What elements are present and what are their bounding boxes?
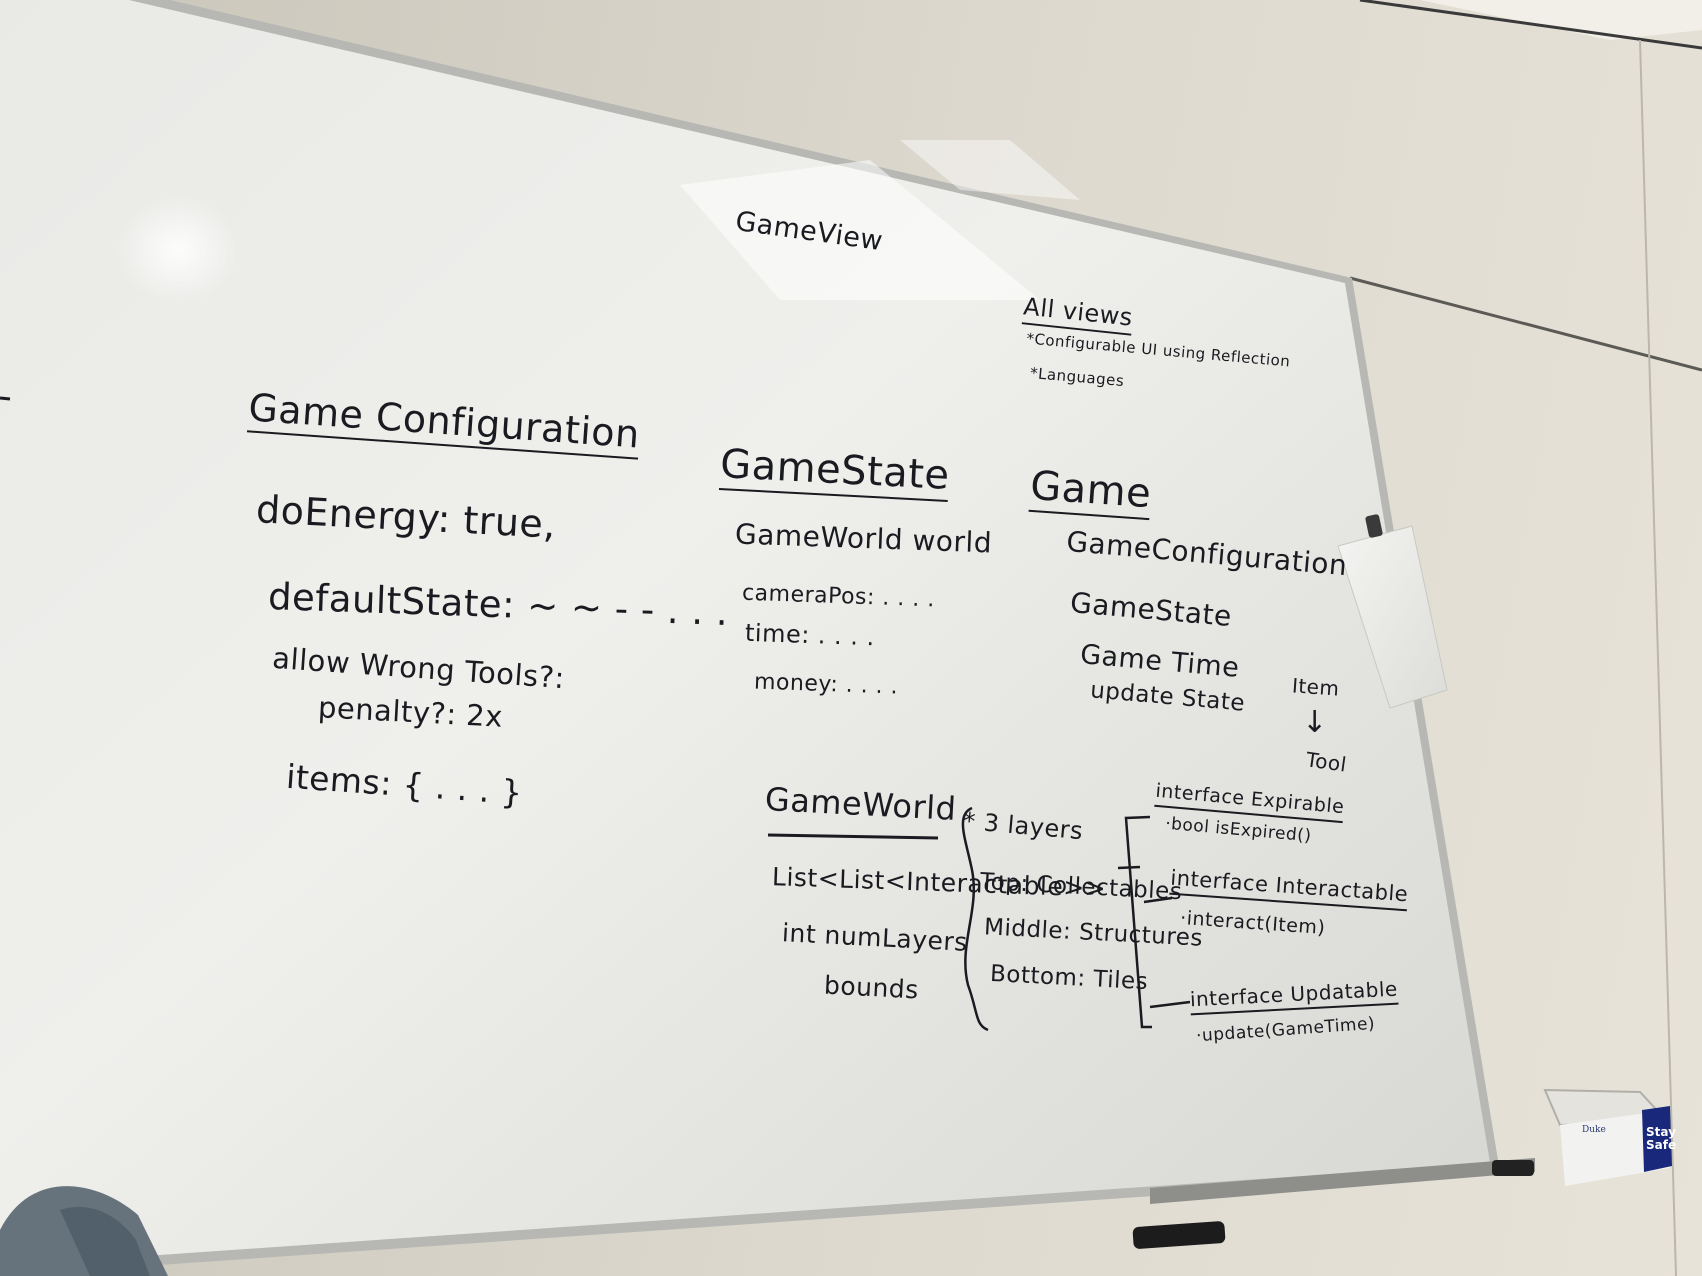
marker-tray <box>1150 1158 1535 1204</box>
binder-clip <box>1365 514 1383 538</box>
down-arrow-icon: ↓ <box>1302 705 1328 740</box>
interfaces-bracket <box>1124 815 1152 1029</box>
ceiling <box>1420 0 1702 40</box>
light-glare <box>680 160 1040 300</box>
game-world-heading: GameWorld <box>764 780 958 828</box>
wall-trim-line <box>1359 0 1702 50</box>
tray-end-cap <box>1492 1160 1534 1176</box>
eraser <box>1132 1221 1226 1249</box>
state-field-money: money: . . . . <box>753 669 899 700</box>
world-field-bounds: bounds <box>823 970 920 1005</box>
chair-shadow <box>60 1206 150 1276</box>
sign-brand-logo: Duke <box>1582 1125 1606 1135</box>
gameworld-underline <box>767 833 939 840</box>
stay-safe-sign <box>1560 1110 1670 1186</box>
stay-safe-label: Stay Safe <box>1646 1126 1676 1151</box>
light-glare <box>116 195 240 305</box>
whiteboard-surface <box>0 0 1490 1266</box>
posted-paper <box>1337 525 1448 709</box>
light-glare <box>900 140 1080 200</box>
tool-label: Tool <box>1304 747 1349 777</box>
board-mark <box>0 396 11 401</box>
stay-safe-line-1: Stay <box>1646 1125 1676 1139</box>
wall-corner <box>1639 39 1677 1276</box>
state-field-time: time: . . . . <box>744 618 876 652</box>
stay-safe-line-2: Safe <box>1646 1137 1677 1152</box>
connector-line <box>1143 896 1173 904</box>
stay-safe-sign-blue <box>1642 1106 1672 1172</box>
game-heading: Game <box>1028 463 1153 521</box>
item-label: Item <box>1291 673 1341 701</box>
connector-line <box>1149 1000 1191 1009</box>
connector-line <box>1117 865 1141 870</box>
wall-trim-line <box>1349 276 1702 372</box>
layers-brace <box>961 806 989 1032</box>
